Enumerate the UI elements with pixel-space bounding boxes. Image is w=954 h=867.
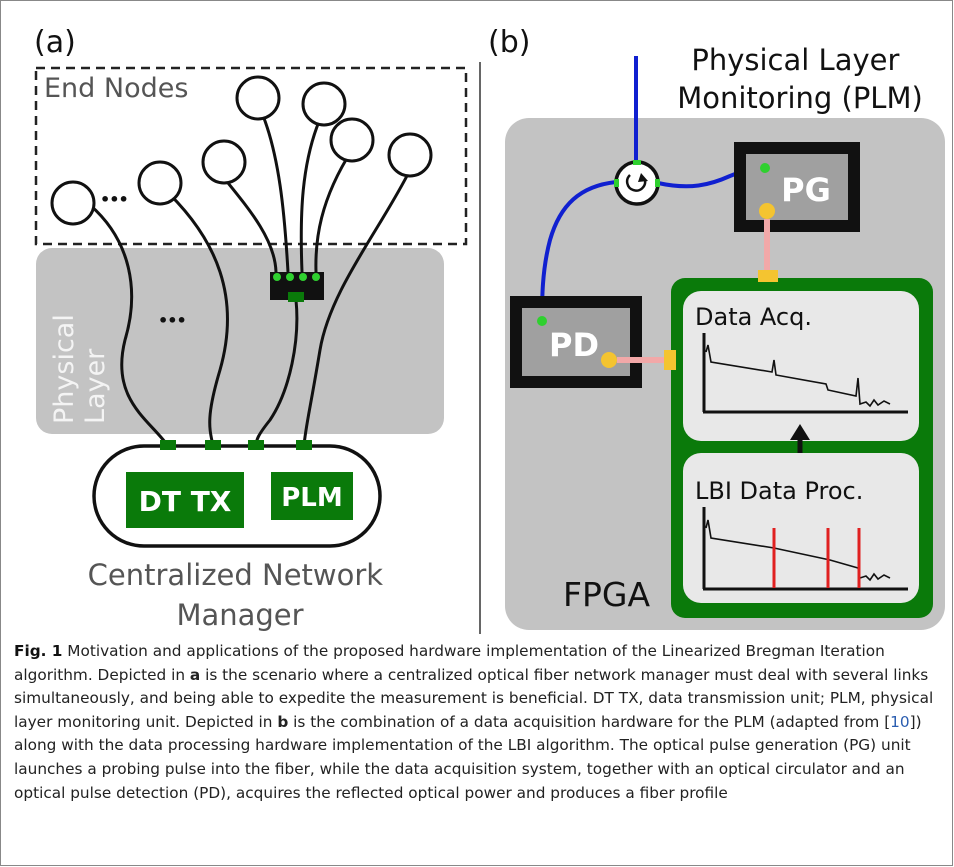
end-node-5 [301,81,347,127]
manager-port-2 [205,440,221,450]
caption-text-2: is the scenario where a centralized opti… [14,665,934,731]
caption-text-1: Motivation and applications of the propo… [14,642,885,684]
splitter-port-3 [299,273,307,281]
lbi-label: LBI Data Proc. [695,477,863,505]
circulator-arrowhead [638,173,648,182]
physical-layer-label-line1: Physical [49,314,80,424]
plm-title-line1: Physical Layer [691,43,899,77]
circulator-port-right [655,179,660,187]
figure-caption: Fig. 1 Motivation and applications of th… [14,640,944,805]
pg-label: PG [781,171,831,209]
splitter-port-4 [312,273,320,281]
pd-electrical-port [601,352,617,368]
end-nodes-box [34,66,468,246]
fiber-8 [302,169,412,447]
manager-label: Centralized Network Manager [88,558,393,632]
manager-label-line1: Centralized Network [88,558,384,592]
manager-port-1 [160,440,176,450]
end-nodes-label: End Nodes [44,73,188,104]
circulator-port-left [614,179,619,187]
caption-text-4: ]) along with the data processing hardwa… [14,712,922,802]
end-node-3 [201,139,247,185]
plm-title: Physical Layer Monitoring (PLM) [677,43,923,115]
fiber-6 [314,149,354,273]
ellipsis-middle: ••• [158,311,186,330]
fpga-label: FPGA [563,575,650,614]
pd-box [510,296,642,388]
figure-illustration: (a) End Nodes Physical Layer ••• ••• [34,25,945,634]
end-node-1 [50,180,96,226]
pg-electrical-port [759,203,775,219]
plm-unit [271,472,353,520]
caption-text-3: is the combination of a data acquisition… [288,712,891,731]
end-node-6 [329,117,375,163]
data-acq-label: Data Acq. [695,303,812,331]
manager-port-4 [296,440,312,450]
plm-label: PLM [281,483,343,513]
end-node-4 [235,75,281,121]
splitter-port-2 [286,273,294,281]
pd-label: PD [549,326,599,364]
processing-arrow-up [790,424,810,440]
fpga-port-top [758,270,778,282]
ellipsis-top: ••• [100,190,128,209]
physical-layer-label-line2: Layer [80,348,111,424]
fiber-3 [222,177,278,273]
manager-label-line2: Manager [176,598,303,632]
circulator-port-top [633,160,641,165]
circulator [614,160,660,206]
pg-fiber-port [760,163,770,173]
manager-port-3 [248,440,264,450]
fiber-4 [256,103,290,273]
citation-link[interactable]: 10 [890,712,910,731]
figure-caption-label: Fig. 1 [14,642,63,660]
panel-a-label: (a) [34,25,76,60]
caption-ref-b: b [277,712,289,731]
fiber-5 [299,109,326,273]
plm-title-line2: Monitoring (PLM) [677,81,923,115]
fiber-2 [158,183,229,447]
end-node-2 [137,160,183,206]
splitter-output-port [288,292,304,302]
pg-box [734,142,860,232]
end-node-7 [387,132,433,178]
lbi-panel [683,453,919,603]
data-acq-trace [705,344,891,408]
fpga-port-left [664,350,676,370]
fiber-1 [89,203,170,447]
fiber-7 [254,299,299,447]
panel-b-label: (b) [488,25,530,60]
dt-tx-label: DT TX [139,485,232,518]
physical-layer-region [36,248,444,434]
pd-fiber-port [537,316,547,326]
splitter-port-1 [273,273,281,281]
dt-tx-unit [126,472,244,528]
physical-layer-label: Physical Layer [49,306,111,424]
circulator-arrow [625,174,647,192]
caption-ref-a: a [189,665,201,684]
